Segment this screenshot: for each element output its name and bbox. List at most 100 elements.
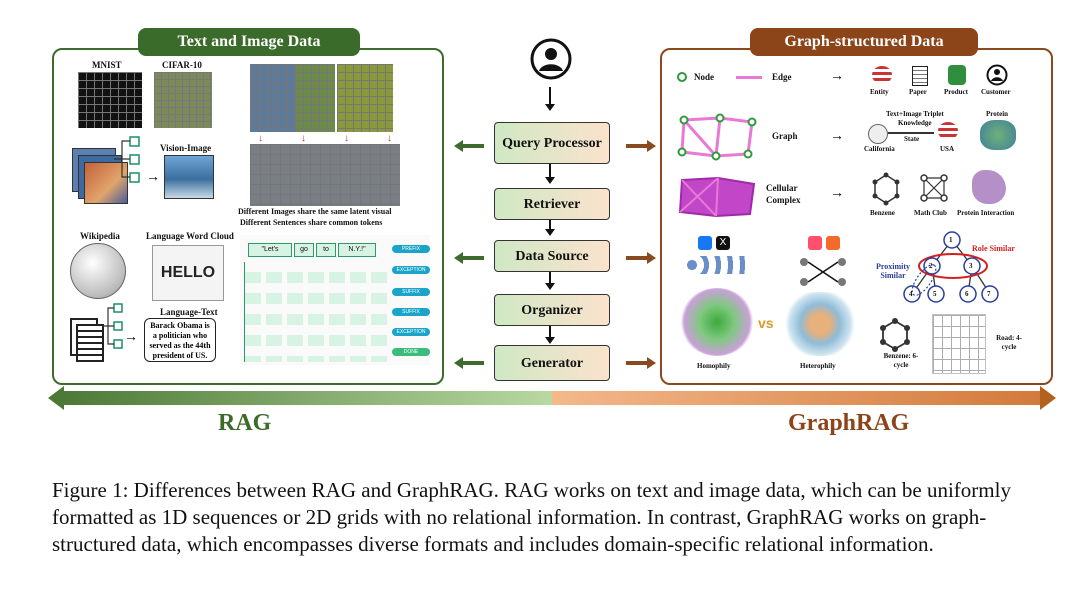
tree-node-2: 2 <box>929 262 933 270</box>
arrow-right-icon-2: → <box>124 330 138 345</box>
arrow-retriever-to-source <box>545 220 555 236</box>
people-icons <box>686 256 746 274</box>
heterophily-network <box>782 292 858 356</box>
tree-node-7: 7 <box>987 290 991 298</box>
mnist-label: MNIST <box>92 60 122 70</box>
image-tiles-3 <box>337 64 393 132</box>
arrow-organizer-to-generator <box>545 326 555 344</box>
edge-icon <box>736 76 762 79</box>
tinder-icon <box>808 236 822 250</box>
heterophily-pairs-icon <box>800 258 846 286</box>
tag-suffix-1: SUFFIX <box>392 288 430 296</box>
tree-diagram-icon <box>114 136 140 183</box>
knowledge-label: Knowledge <box>898 119 932 127</box>
homophily-label: Homophily <box>697 362 731 370</box>
word-cloud-label: Language Word Cloud <box>146 231 234 241</box>
edge-label: Edge <box>772 72 792 82</box>
arrow-right-icon-3: → <box>830 69 844 84</box>
vision-image-label: Vision-Image <box>160 143 212 153</box>
mnist-image <box>78 72 142 128</box>
flag-icon <box>872 66 892 84</box>
red-arrow-markers: ↓↓↓↓ <box>258 133 430 144</box>
versus-icon: vs <box>758 315 774 331</box>
paper-icon <box>912 66 928 86</box>
latent-visual-grid <box>250 144 400 206</box>
retriever-box: Retriever <box>494 188 610 220</box>
token-go-top: go <box>294 243 314 257</box>
query-processor-box: Query Processor <box>494 122 610 164</box>
arrow-right-generator <box>626 357 656 369</box>
token-to-top: to <box>316 243 336 257</box>
obama-text-box: Barack Obama is a politician who served … <box>144 318 216 362</box>
image-tiles-2 <box>295 64 335 132</box>
role-similar-tree <box>903 231 999 303</box>
text-image-title: Text and Image Data <box>138 28 360 56</box>
token-lets-top: "Let's <box>248 243 292 257</box>
proximity-similar-label: Proximity Similar <box>875 262 911 280</box>
usa-label: USA <box>940 145 955 153</box>
common-tokens-caption: Different Sentences share common tokens <box>240 218 383 227</box>
arrow-right-query <box>626 140 656 152</box>
protein-icon <box>980 120 1016 150</box>
benzene-icon <box>872 172 900 206</box>
rag-label: RAG <box>218 410 272 436</box>
language-text-label: Language-Text <box>160 307 218 317</box>
graphrag-label: GraphRAG <box>788 410 910 436</box>
protein-interaction-icon <box>972 170 1006 204</box>
product-icon <box>948 65 966 85</box>
state-arrow <box>888 132 934 134</box>
triplet-label: Text+Image Triplet <box>886 110 944 118</box>
customer-icon <box>986 64 1008 86</box>
protein-interaction-label: Protein Interaction <box>957 209 1015 217</box>
cifar-label: CIFAR-10 <box>162 60 202 70</box>
graph-label: Graph <box>772 131 798 141</box>
heterophily-label: Heterophily <box>800 362 836 370</box>
generator-box: Generator <box>494 345 610 381</box>
tree-node-1: 1 <box>949 236 953 244</box>
word-cloud-image: HELLO <box>152 245 224 301</box>
paper-label: Paper <box>909 88 927 96</box>
tag-prefix: PREFIX <box>392 245 430 253</box>
arrow-right-source <box>626 252 656 264</box>
latent-visual-caption: Different Images share the same latent v… <box>238 207 392 216</box>
homophily-network <box>680 288 754 356</box>
tag-exception-2: EXCEPTION <box>392 328 430 336</box>
dating-app-icon <box>826 236 840 250</box>
tag-suffix-2: SUFFIX <box>392 308 430 316</box>
data-source-box: Data Source <box>494 240 610 272</box>
arrow-user-to-query <box>545 87 555 111</box>
x-icon: X <box>716 236 730 250</box>
facebook-icon <box>698 236 712 250</box>
document-tree-icon <box>102 303 123 349</box>
tree-node-4: 4 <box>909 290 913 298</box>
road-map-icon <box>932 314 986 374</box>
arrow-source-to-organizer <box>545 272 555 290</box>
wikipedia-globe-icon <box>70 243 126 299</box>
arrow-left-query <box>454 140 484 152</box>
figure-caption: Figure 1: Differences between RAG and Gr… <box>52 478 1011 556</box>
graph-data-title: Graph-structured Data <box>750 28 978 56</box>
arrow-right-icon: → <box>146 170 160 185</box>
arrow-left-source <box>454 252 484 264</box>
cellular-complex-icon <box>678 176 756 218</box>
token-matrix <box>244 262 391 362</box>
graph-example-icon <box>677 113 757 161</box>
tag-exception-1: EXCEPTION <box>392 266 430 274</box>
state-label: State <box>904 135 920 143</box>
math-club-icon <box>920 174 948 202</box>
image-tiles-1 <box>250 64 295 132</box>
node-icon <box>677 72 687 82</box>
document-stack-icon <box>76 324 104 362</box>
customer-label: Customer <box>981 88 1011 96</box>
tag-done: DONE <box>392 348 430 356</box>
entity-label: Entity <box>870 88 889 96</box>
organizer-box: Organizer <box>494 294 610 326</box>
tree-node-6: 6 <box>965 290 969 298</box>
horse-image <box>164 155 214 199</box>
california-icon <box>868 124 888 144</box>
arrow-left-generator <box>454 357 484 369</box>
usa-flag-icon <box>938 122 958 140</box>
tree-node-5: 5 <box>933 290 937 298</box>
benzene-cycle-label: Benzene: 6-cycle <box>883 352 919 369</box>
arrow-right-icon-5: → <box>830 186 844 201</box>
